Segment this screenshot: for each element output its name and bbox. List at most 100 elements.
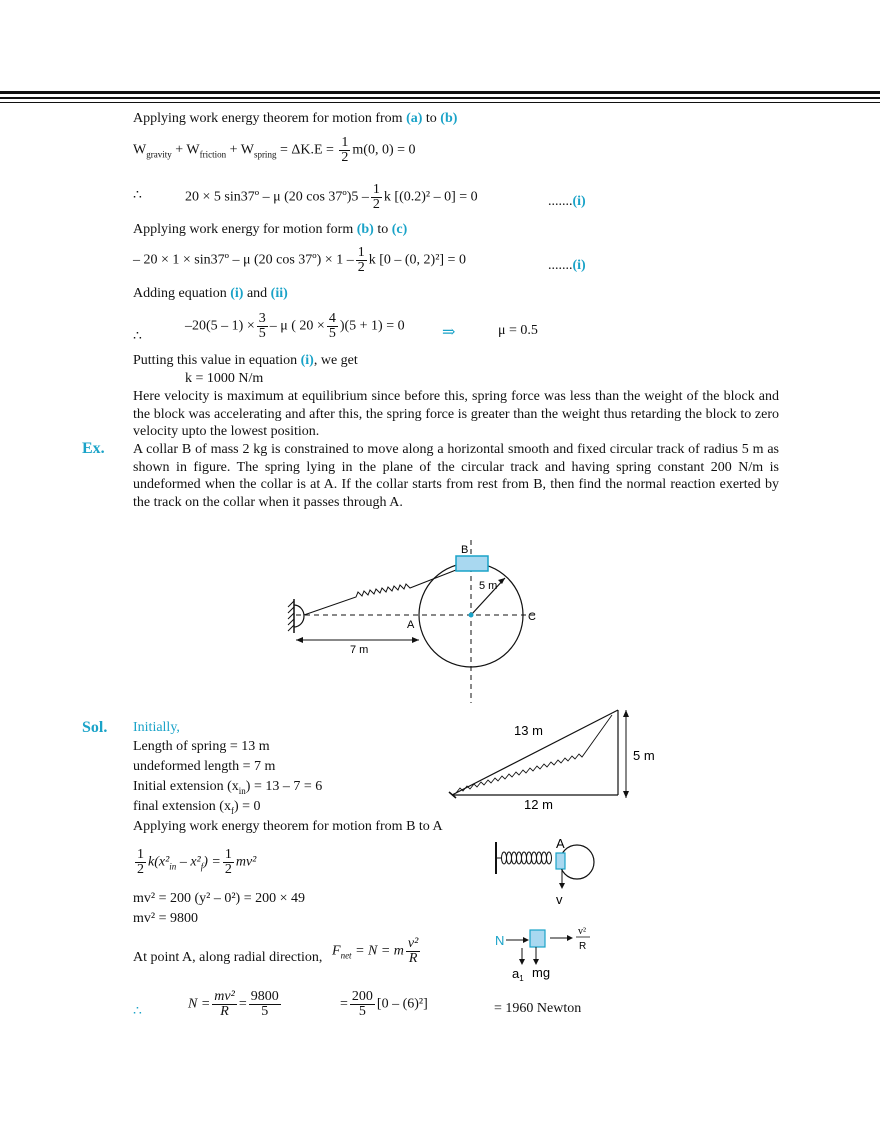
accel-arrowhead [567, 935, 573, 941]
radius-line [470, 577, 506, 616]
equation-1: Wgravity + Wfriction + Wspring = ΔK.E = … [133, 136, 416, 165]
label-n: N [495, 933, 504, 948]
sol-line-5: Applying work energy theorem for motion … [133, 819, 443, 834]
mg-arrowhead [533, 959, 539, 965]
solution-label: Sol. [82, 719, 108, 736]
text: k [148, 854, 155, 870]
therefore-symbol: ∴ [133, 1004, 142, 1019]
text: (x² [154, 854, 170, 870]
figure-spring-at-a: A v [495, 836, 595, 907]
ref-i: (i) [300, 353, 314, 368]
den: 5 [358, 1004, 366, 1019]
ref-b: (b) [440, 111, 458, 126]
text: = [238, 996, 247, 1012]
label-v2: v² [578, 926, 586, 937]
den: 2 [357, 260, 365, 275]
text: Initial extension (x [133, 779, 239, 794]
collar [555, 852, 566, 870]
arrow-down [623, 791, 629, 798]
sol-line-2: undeformed length = 7 m [133, 759, 276, 774]
ref-i: (i) [230, 286, 244, 301]
velocity-arrow [559, 883, 565, 889]
text: + W [171, 142, 200, 158]
hypotenuse [451, 709, 619, 796]
text: k = 1000 N/m [185, 371, 264, 386]
den: 2 [137, 862, 144, 877]
ref-b: (b) [356, 222, 374, 237]
text: F [332, 943, 341, 959]
left-mount [448, 791, 457, 799]
den: 2 [224, 862, 232, 877]
line-work-energy-a-b: Applying work energy theorem for motion … [133, 111, 457, 127]
initially: Initially, [133, 720, 180, 735]
tag: (i) [572, 194, 586, 209]
header-rule-1 [0, 91, 880, 94]
final-result: = 1960 Newton [494, 1001, 582, 1016]
text: ) = 0 [233, 799, 261, 814]
text: k [(0.2)² – 0] = 0 [383, 189, 478, 205]
arrow-up [623, 710, 629, 717]
sol-line-4: final extension (xf) = 0 [133, 799, 261, 816]
label-radius: 5 m [479, 580, 497, 592]
line-work-energy-b-c: Applying work energy for motion form (b)… [133, 222, 407, 238]
collar-b [455, 555, 489, 572]
implies-arrow: ⇒ [442, 322, 455, 342]
label-r: R [579, 941, 586, 952]
den: 2 [372, 197, 380, 212]
label-a1: a1 [512, 966, 524, 983]
tag: (i) [572, 258, 586, 273]
text: ∴ [133, 188, 142, 203]
figure-triangle: 13 m 5 m 12 m [448, 709, 655, 812]
sol-line-7: mv² = 9800 [133, 911, 198, 926]
text: )(5 + 1) = 0 [339, 318, 405, 334]
label-13m: 13 m [514, 723, 543, 738]
n-arrowhead [523, 937, 529, 943]
line-adding-equation: Adding equation (i) and (ii) [133, 286, 288, 302]
line-putting-value: Putting this value in equation (i), we g… [133, 353, 358, 369]
num: 9800 [248, 989, 281, 1005]
spring-mount [293, 604, 305, 628]
text: ....... [548, 194, 573, 209]
sol-line-6: mv² = 200 (y² – 0²) = 200 × 49 [133, 891, 305, 906]
a1-text: a [512, 966, 520, 981]
text: = N = m [351, 943, 404, 959]
sub: f [230, 805, 234, 816]
text: to [373, 222, 392, 237]
text: μ = 0.5 [498, 323, 538, 338]
text: W [133, 142, 147, 158]
text: ....... [548, 258, 573, 273]
text: = ΔK.E = [276, 142, 338, 158]
center-point [468, 612, 474, 618]
ref-c: (c) [391, 222, 408, 237]
equation-3: – 20 × 1 × sin37º – μ (20 cos 37º) × 1 –… [133, 246, 466, 275]
num: 1 [370, 182, 382, 198]
num: 200 [349, 989, 375, 1005]
num: 3 [256, 311, 268, 327]
text: –20(5 – 1) × [185, 318, 255, 334]
text: N = [188, 996, 211, 1012]
text: – μ ( 20 × [269, 318, 325, 334]
label-a: A [556, 836, 565, 851]
text: final extension (x [133, 799, 231, 814]
text: k [0 – (0, 2)²] = 0 [368, 252, 466, 268]
text: to [422, 111, 441, 126]
label-b: B [461, 544, 468, 556]
den: R [408, 951, 418, 966]
sub: in [238, 785, 246, 796]
label-a: A [407, 619, 415, 631]
num: v² [405, 936, 421, 952]
text: – x² [176, 854, 201, 870]
block [529, 929, 546, 948]
sub: gravity [146, 149, 172, 160]
a1-arrowhead [519, 959, 525, 965]
sub: in [169, 861, 177, 872]
